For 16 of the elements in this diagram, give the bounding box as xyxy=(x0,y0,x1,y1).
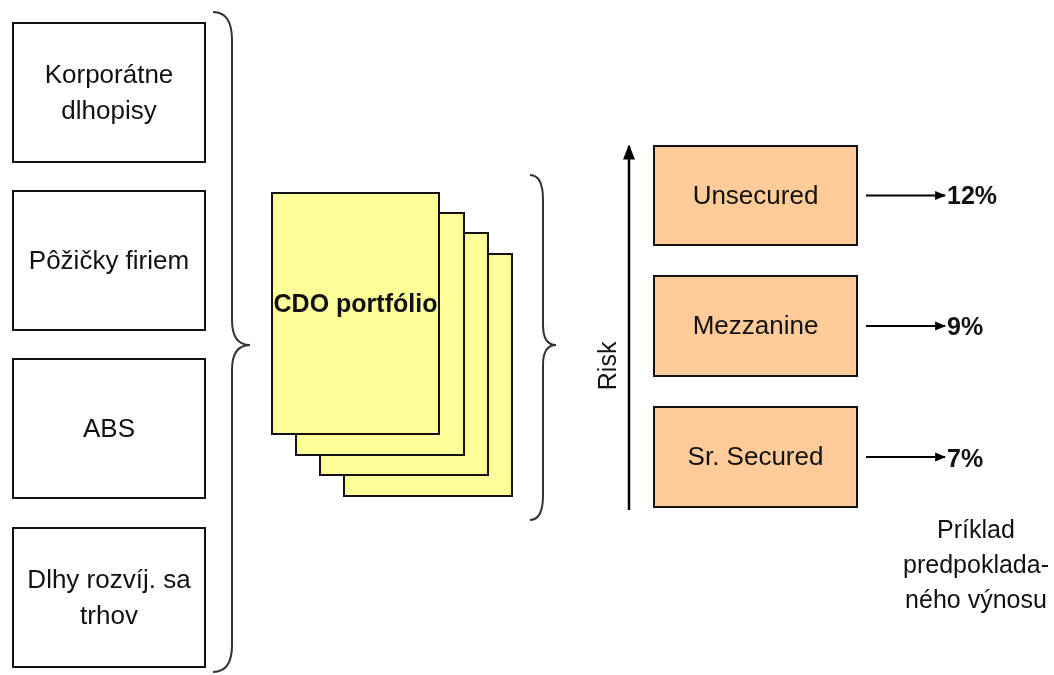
yield-value: 7% xyxy=(947,439,1027,479)
source-box: Korporátne dlhopisy xyxy=(12,22,206,163)
tranche-box: Unsecured xyxy=(653,145,858,246)
arrow xyxy=(866,191,947,200)
tranche-box: Sr. Secured xyxy=(653,406,858,508)
arrow xyxy=(866,321,947,331)
yield-value: 12% xyxy=(947,176,1027,216)
note-text: Príklad predpoklada-ného výnosu xyxy=(902,514,1050,615)
tranche-box: Mezzanine xyxy=(653,275,858,377)
portfolio-page: CDO portfólio xyxy=(271,192,440,435)
source-box: Pôžičky firiem xyxy=(12,190,206,331)
source-box: Dlhy rozvíj. sa trhov xyxy=(12,527,206,668)
yield-value: 9% xyxy=(947,307,1027,347)
arrow xyxy=(866,452,947,462)
source-box: ABS xyxy=(12,358,206,499)
axis-label: Risk xyxy=(592,341,623,391)
